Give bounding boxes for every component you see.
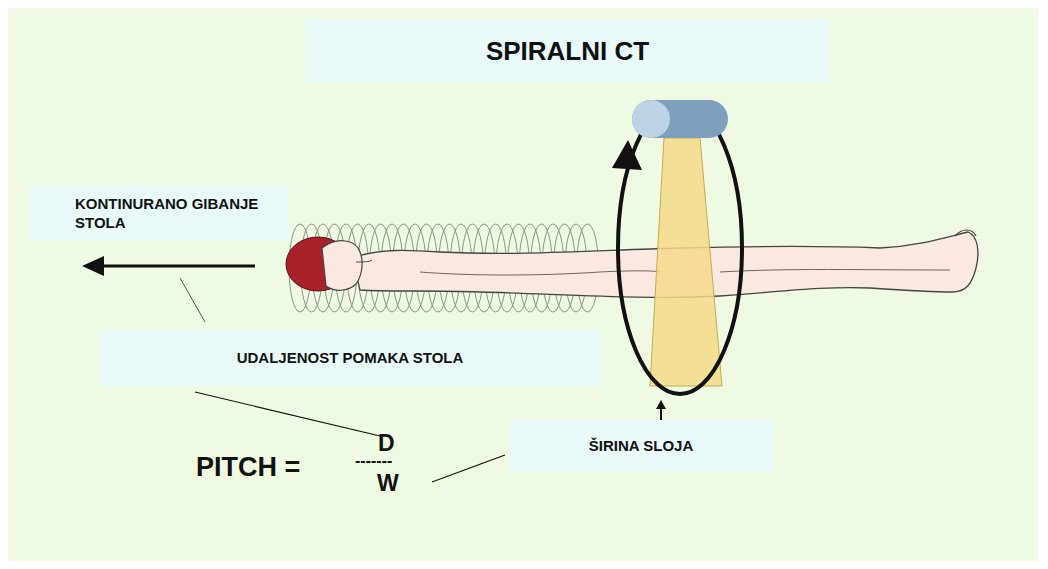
leader-line [432, 455, 505, 482]
gantry-ring [618, 102, 742, 394]
x-ray-tube [632, 100, 728, 138]
patient-face [322, 241, 362, 291]
title-box: SPIRALNI CT [305, 20, 830, 82]
table-motion-arrow [100, 265, 255, 268]
patient-arm [420, 271, 660, 275]
table-motion-arrow-head [82, 256, 104, 276]
box-label: ŠIRINA SLOJA [510, 436, 772, 456]
patient-foot [955, 230, 976, 236]
formula-text: W [377, 470, 399, 497]
x-ray-tube-end [632, 100, 670, 138]
patient-leg-line [720, 270, 950, 273]
box-label: UDALJENOST POMAKA STOLA [100, 348, 600, 368]
slice-width-pointer-head [656, 400, 666, 409]
rotation-arrow-head [612, 140, 642, 170]
box-label: KONTINURANO GIBANJE STOLA [75, 194, 265, 233]
label-box: KONTINURANO GIBANJE STOLA [30, 185, 289, 241]
x-ray-beam [650, 138, 722, 386]
title-text: SPIRALNI CT [486, 36, 649, 67]
formula-text: PITCH = [196, 452, 300, 483]
label-box: UDALJENOST POMAKA STOLA [100, 330, 600, 386]
patient-neck [356, 260, 372, 262]
leader-line [195, 392, 380, 436]
label-box: ŠIRINA SLOJA [510, 420, 772, 472]
formula-text: ------- [355, 452, 392, 470]
leader-line [180, 278, 205, 322]
